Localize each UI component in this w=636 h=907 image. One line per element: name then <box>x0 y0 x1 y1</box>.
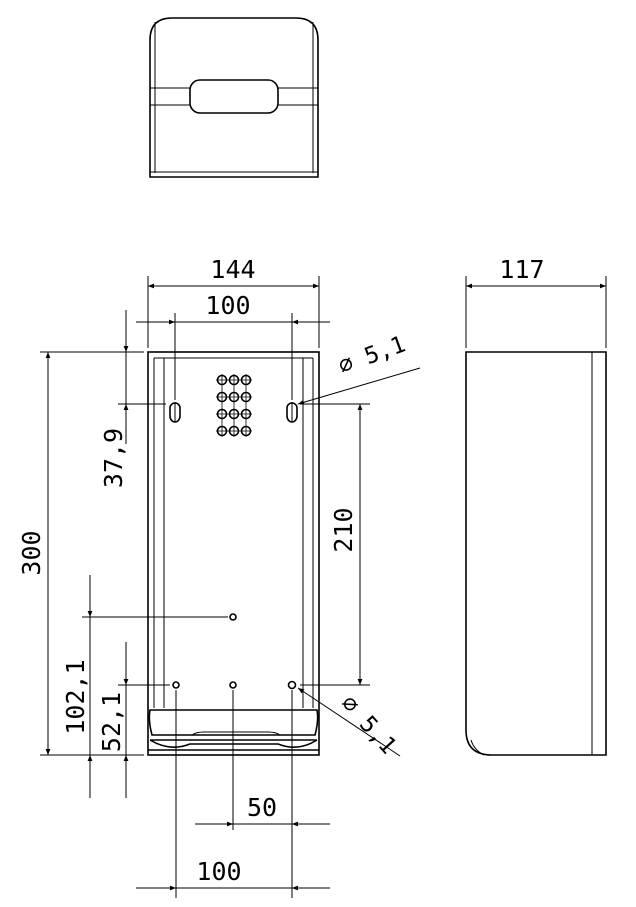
dim-label-bottom-half-spacing: 50 <box>247 793 277 822</box>
dim-label-top-hole-offset: 37,9 <box>99 428 128 488</box>
keyhole-right <box>286 402 298 423</box>
dim-label-vertical-hole-spacing: 210 <box>329 507 358 552</box>
bottom-mount-hole-center <box>229 681 237 689</box>
dim-label-keyhole-diameter: ⌀ 5,1 <box>335 332 409 380</box>
dim-label-depth: 117 <box>499 255 544 284</box>
vent-hole-grid <box>216 374 252 437</box>
top-view <box>149 17 319 178</box>
bottom-mount-hole-right <box>287 680 297 690</box>
dispenser-opening <box>148 709 319 736</box>
dim-label-bottom-hole-spacing: 100 <box>196 857 241 886</box>
side-view <box>465 351 607 756</box>
bottom-mount-hole-left <box>172 681 180 689</box>
dim-label-bottom-hole-diameter: ⌀ 5,1 <box>336 691 402 760</box>
side-body-outline <box>465 351 607 756</box>
top-handle-slot <box>189 79 279 114</box>
dim-label-overall-width: 144 <box>210 255 255 284</box>
dimension-lines <box>40 276 607 898</box>
keyhole-left <box>169 402 181 423</box>
center-mount-hole <box>229 613 237 621</box>
dim-label-lower-center-hole-height: 102,1 <box>61 659 90 734</box>
dim-label-top-hole-spacing: 100 <box>205 291 250 320</box>
dim-label-bottom-holes-height: 52,1 <box>97 692 126 752</box>
dim-label-overall-height: 300 <box>17 530 46 575</box>
